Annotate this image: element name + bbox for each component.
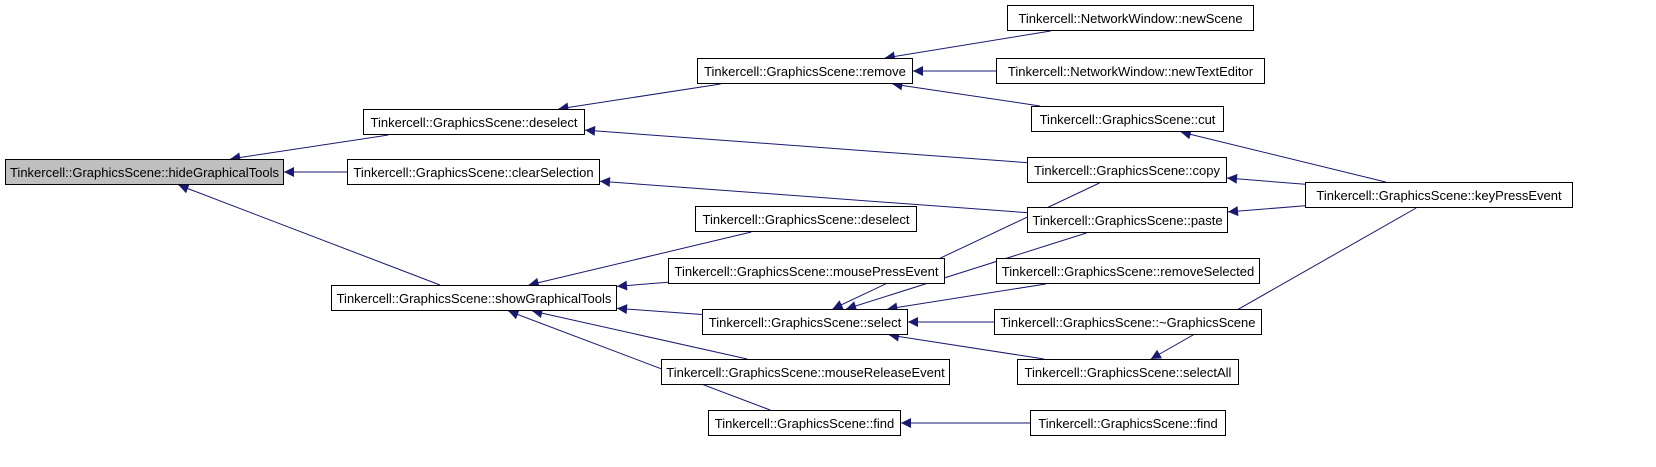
node-find-overload[interactable]: Tinkercell::GraphicsScene::find bbox=[1030, 410, 1226, 436]
node-graphics-scene-destructor[interactable]: Tinkercell::GraphicsScene::~GraphicsScen… bbox=[994, 309, 1262, 335]
edge-selectAll-to-select bbox=[888, 331, 1045, 360]
node-deselect-overload[interactable]: Tinkercell::GraphicsScene::deselect bbox=[695, 206, 917, 232]
node-mouse-press-event[interactable]: Tinkercell::GraphicsScene::mousePressEve… bbox=[668, 258, 945, 284]
edge-cut-to-remove bbox=[892, 80, 1041, 107]
edge-paste-to-select bbox=[845, 232, 1087, 311]
node-copy[interactable]: Tinkercell::GraphicsScene::copy bbox=[1027, 157, 1227, 183]
edge-deselect_a-to-hideGraphicalTools bbox=[230, 134, 389, 163]
node-select-all[interactable]: Tinkercell::GraphicsScene::selectAll bbox=[1017, 359, 1239, 385]
node-show-graphical-tools[interactable]: Tinkercell::GraphicsScene::showGraphical… bbox=[331, 285, 617, 311]
edge-newScene-to-remove bbox=[884, 30, 1051, 62]
edge-keyPressEvent-to-paste bbox=[1227, 205, 1306, 217]
node-mouse-release-event[interactable]: Tinkercell::GraphicsScene::mouseReleaseE… bbox=[661, 359, 950, 385]
node-find[interactable]: Tinkercell::GraphicsScene::find bbox=[708, 410, 901, 436]
node-deselect[interactable]: Tinkercell::GraphicsScene::deselect bbox=[363, 109, 585, 135]
edge-mousePressEvent-to-showGraphicalTools bbox=[616, 280, 669, 291]
node-hide-graphical-tools[interactable]: Tinkercell::GraphicsScene::hideGraphical… bbox=[5, 159, 284, 185]
node-paste[interactable]: Tinkercell::GraphicsScene::paste bbox=[1027, 207, 1228, 233]
edge-keyPressEvent-to-cut bbox=[1180, 129, 1386, 183]
node-new-scene[interactable]: Tinkercell::NetworkWindow::newScene bbox=[1007, 5, 1254, 31]
edge-keyPressEvent-to-copy bbox=[1226, 173, 1306, 185]
edge-copy-to-deselect_a bbox=[584, 125, 1028, 164]
edge-copy-to-select bbox=[832, 182, 1100, 310]
edge-remove-to-deselect_a bbox=[558, 83, 721, 113]
node-remove[interactable]: Tinkercell::GraphicsScene::remove bbox=[697, 58, 913, 84]
node-new-text-editor[interactable]: Tinkercell::NetworkWindow::newTextEditor bbox=[996, 58, 1265, 84]
node-key-press-event[interactable]: Tinkercell::GraphicsScene::keyPressEvent bbox=[1305, 182, 1573, 208]
edge-deselect_b-to-showGraphicalTools bbox=[528, 231, 752, 288]
edge-mouseReleaseEvent-to-showGraphicalTools bbox=[532, 308, 748, 360]
edge-paste-to-clearSelection bbox=[599, 177, 1028, 214]
node-select[interactable]: Tinkercell::GraphicsScene::select bbox=[702, 309, 908, 335]
node-clear-selection[interactable]: Tinkercell::GraphicsScene::clearSelectio… bbox=[347, 159, 600, 185]
node-cut[interactable]: Tinkercell::GraphicsScene::cut bbox=[1031, 106, 1224, 132]
edge-select-to-showGraphicalTools bbox=[616, 304, 703, 316]
node-remove-selected[interactable]: Tinkercell::GraphicsScene::removeSelecte… bbox=[996, 258, 1260, 284]
edge-find_a-to-showGraphicalTools bbox=[508, 309, 771, 411]
edge-showGraphicalTools-to-hideGraphicalTools bbox=[178, 183, 441, 286]
edge-removeSelected-to-select bbox=[887, 283, 1046, 313]
